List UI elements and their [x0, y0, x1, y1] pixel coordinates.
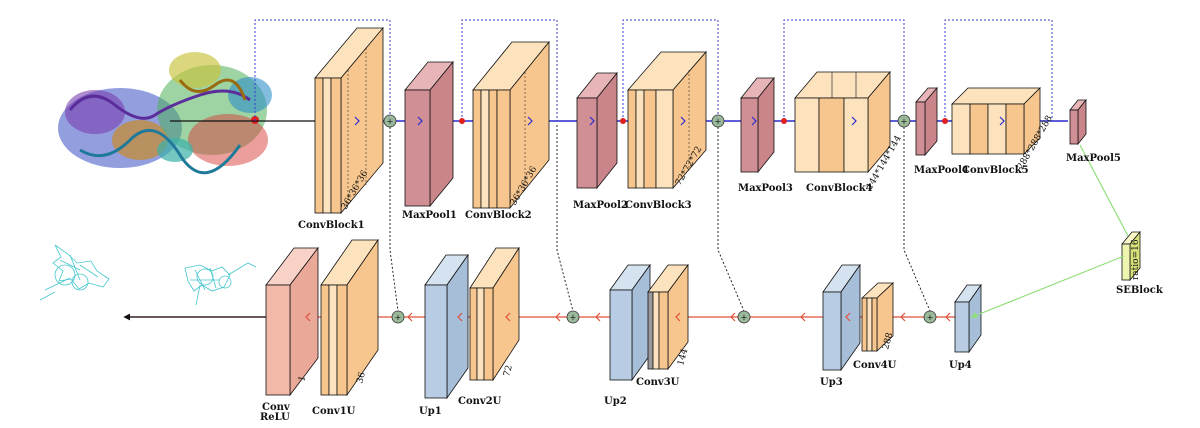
- maxpool4-label: MaxPool4: [914, 165, 969, 176]
- maxpool5-layer: [1069, 98, 1087, 146]
- convblock3-layer: [627, 50, 707, 190]
- up3-layer: [822, 263, 861, 372]
- conv1u-label: Conv1U: [312, 406, 356, 417]
- conv2u-label: Conv2U: [458, 396, 502, 407]
- maxpool1-label: MaxPool1: [402, 210, 457, 221]
- conv2u-dim-label: 72: [502, 364, 515, 378]
- decoder-skip-connections: [389, 125, 931, 312]
- svg-text:+: +: [741, 313, 748, 322]
- convblock1-label: ConvBlock1: [298, 220, 365, 231]
- up4-label: Up4: [949, 360, 972, 371]
- conv-relu-layer: [265, 246, 319, 397]
- encoder-flow-arrows: [354, 116, 1005, 126]
- convblock3-label: ConvBlock3: [625, 200, 692, 211]
- svg-text:+: +: [927, 313, 934, 322]
- maxpool5-label: MaxPool5: [1066, 153, 1121, 164]
- convblock1-layer: [314, 26, 384, 215]
- svg-text:+: +: [715, 117, 722, 126]
- conv-relu-label-line2: ReLU: [260, 412, 290, 423]
- convblock5-label: ConvBlock5: [962, 165, 1029, 176]
- conv-relu-label-line1: Conv: [262, 402, 291, 413]
- seblock-ratio-label: ratio=16: [1131, 239, 1141, 280]
- convblock2-layer: [472, 40, 550, 210]
- conv1u-layer: [320, 238, 379, 397]
- encoder-split-nodes: [459, 118, 948, 124]
- svg-text:+: +: [395, 313, 402, 322]
- svg-text:+: +: [570, 313, 577, 322]
- up1-label: Up1: [419, 406, 442, 417]
- seblock-layer: [1121, 230, 1141, 282]
- decoder-flow-arrows: [305, 312, 951, 322]
- convblock4-label: ConvBlock4: [806, 183, 873, 194]
- conv2u-layer: [469, 246, 520, 382]
- output-protein-mesh-image: [39, 244, 257, 306]
- svg-text:+: +: [387, 117, 394, 126]
- decoder-sum-nodes: + + + +: [391, 310, 937, 324]
- convblock2-label: ConvBlock2: [465, 210, 532, 221]
- conv4u-layer: [860, 282, 895, 352]
- input-protein-structure-image: [58, 52, 272, 175]
- seblock-label: SEBlock: [1116, 285, 1164, 296]
- skip-connection-brackets: [254, 19, 1053, 121]
- up4-layer: [954, 283, 982, 354]
- up3-label: Up3: [820, 377, 843, 388]
- convblock5-layer: [951, 87, 1041, 155]
- up1-layer: [424, 253, 469, 400]
- maxpool1-layer: [404, 60, 454, 208]
- maxpool3-layer: [740, 76, 775, 174]
- conv4u-dim-label: 288: [881, 331, 895, 350]
- conv1u-dim-label: 36: [355, 371, 368, 385]
- maxpool2-label: MaxPool2: [573, 200, 628, 211]
- up2-label: Up2: [604, 396, 627, 407]
- conv4u-label: Conv4U: [853, 360, 897, 371]
- conv3u-label: Conv3U: [636, 377, 680, 388]
- maxpool2-layer: [576, 71, 618, 190]
- maxpool4-layer: [915, 86, 938, 157]
- encoder-sum-nodes: + + +: [383, 114, 911, 128]
- conv-relu-dim-label: 1: [297, 375, 308, 383]
- conv3u-layer: [647, 263, 689, 371]
- conv3u-dim-label: 144: [676, 347, 690, 366]
- up2-layer: [609, 263, 651, 382]
- svg-text:+: +: [901, 117, 908, 126]
- maxpool3-label: MaxPool3: [738, 183, 793, 194]
- convblock4-layer: [794, 70, 891, 174]
